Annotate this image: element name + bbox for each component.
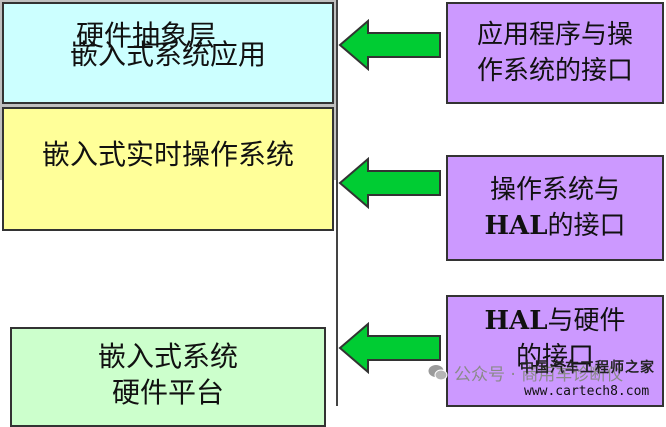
interface-os-hal-rest: 的接口	[547, 211, 626, 241]
arrow-left-icon	[338, 157, 441, 209]
arrow-left-shape	[338, 19, 441, 71]
layer-embedded-application: 嵌入式系统应用	[2, 2, 334, 104]
wechat-icon	[428, 364, 448, 380]
interface-os-hal-line1: 操作系统与	[489, 175, 620, 205]
interface-hal-hardware-line2: 的接口	[515, 342, 594, 372]
interface-hal-hardware-rest: 与硬件	[547, 306, 626, 336]
layer-hardware-line1: 嵌入式系统	[97, 340, 238, 373]
arrow-left-shape	[338, 322, 441, 374]
watermark-account: 公众号 · 商用车诊断仪	[428, 360, 623, 385]
layer-hardware-line2: 硬件平台	[111, 376, 224, 409]
interface-app-os-line2: 作系统的接口	[476, 56, 633, 86]
arrow-left-icon	[338, 322, 441, 374]
interface-app-os: 应用程序与操 作系统的接口	[446, 2, 664, 104]
layer-hal-label: 硬件抽象层	[76, 19, 217, 52]
interface-os-hal: 操作系统与 HAL的接口	[446, 155, 664, 261]
arrow-left-shape	[338, 157, 441, 209]
interface-app-os-line1: 应用程序与操	[476, 20, 633, 50]
layer-rtos-label: 嵌入式实时操作系统	[41, 138, 294, 171]
arrow-left-icon	[338, 19, 441, 71]
watermark-url: www.cartech8.com	[524, 384, 650, 399]
layer-hardware-platform-label: 嵌入式系统 硬件平台	[98, 339, 238, 411]
interface-hal-hardware-label: HAL与硬件 的接口	[484, 303, 625, 375]
interface-os-hal-line2: HAL的接口	[484, 208, 625, 244]
interface-hal-hardware: HAL与硬件 的接口	[446, 295, 664, 407]
interface-app-os-label: 应用程序与操 作系统的接口	[477, 17, 633, 89]
interface-hal-hardware-bold: HAL	[484, 306, 548, 336]
interface-hal-hardware-line1: HAL与硬件	[484, 303, 625, 339]
watermark-logo: 中国汽车工程师之家	[520, 360, 655, 376]
layer-rtos: 嵌入式实时操作系统	[2, 107, 334, 231]
interface-os-hal-bold: HAL	[484, 211, 548, 241]
interface-os-hal-label: 操作系统与 HAL的接口	[484, 172, 625, 244]
layer-embedded-application-label: 嵌入式系统应用	[69, 38, 266, 71]
watermark-account-text: 公众号 · 商用车诊断仪	[454, 365, 624, 385]
layer-hardware-platform: 嵌入式系统 硬件平台	[10, 327, 326, 427]
column-divider	[336, 0, 338, 406]
